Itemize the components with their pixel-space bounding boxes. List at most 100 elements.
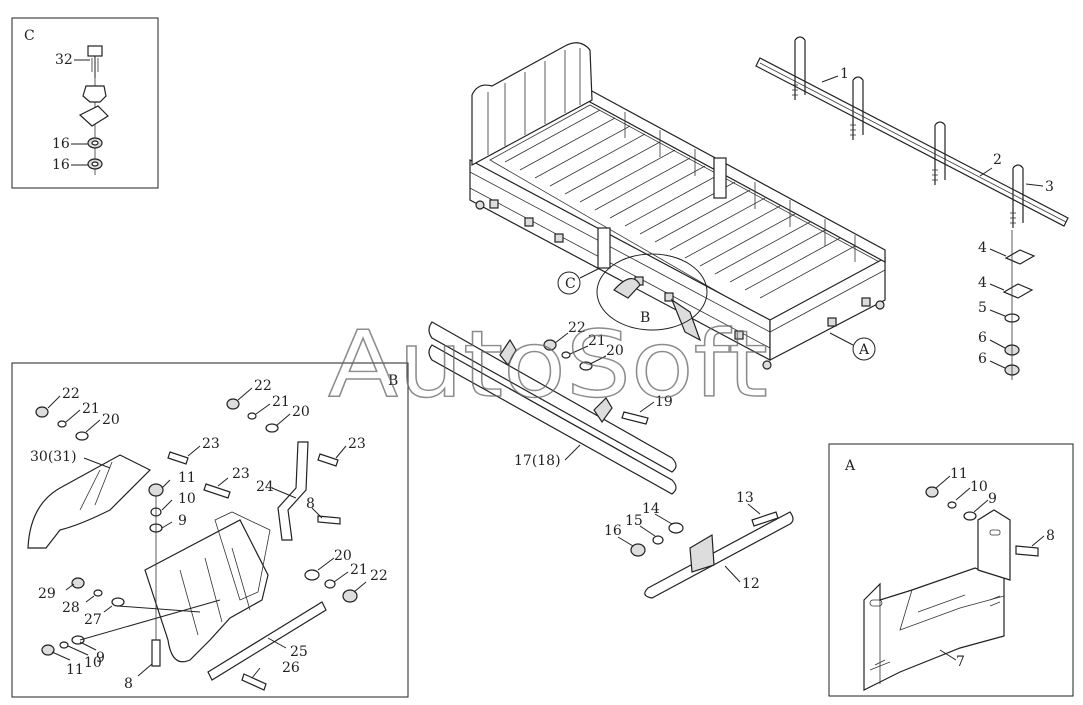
callout-4-upper: 4 bbox=[978, 240, 987, 256]
washer-14 bbox=[668, 522, 684, 534]
side-hinges bbox=[489, 199, 871, 340]
side-wall-right bbox=[769, 256, 886, 361]
nut-16-upper bbox=[87, 137, 103, 149]
strip-25 bbox=[207, 601, 327, 681]
washer-28 bbox=[93, 589, 103, 597]
view-marker-b-label: B bbox=[640, 310, 650, 326]
detail-view-b: B bbox=[11, 362, 409, 698]
callout-27: 27 bbox=[84, 612, 102, 628]
rail-bracket-1 bbox=[499, 338, 517, 367]
washer-20-b bbox=[304, 569, 320, 581]
callout-32: 32 bbox=[55, 52, 73, 68]
detail-c-title: C bbox=[24, 28, 35, 44]
mud-guard-hint bbox=[613, 278, 641, 299]
callout-10-a: 10 bbox=[970, 479, 988, 495]
bolt-8-b bbox=[317, 515, 341, 525]
clamp-plate bbox=[78, 105, 109, 127]
callout-20-b1: 20 bbox=[102, 412, 120, 428]
bracket-7 bbox=[863, 567, 1005, 691]
detail-b-leaders bbox=[47, 387, 367, 679]
callout-15: 15 bbox=[625, 513, 643, 529]
bumper-bracket bbox=[689, 533, 715, 573]
detail-c-callouts: 32 16 16 bbox=[52, 52, 90, 173]
callout-3: 3 bbox=[1045, 179, 1054, 195]
callout-11-b: 11 bbox=[178, 470, 196, 486]
detail-c-frame bbox=[11, 17, 159, 189]
callout-8-a: 8 bbox=[1046, 528, 1055, 544]
callout-6-upper: 6 bbox=[978, 330, 987, 346]
bolt-8-a bbox=[1015, 545, 1039, 557]
bolt-13 bbox=[751, 511, 779, 527]
callout-22-b2: 22 bbox=[254, 378, 272, 394]
detail-view-c: C 32 16 16 bbox=[11, 17, 159, 189]
callout-8-bl: 8 bbox=[124, 676, 133, 692]
callout-24: 24 bbox=[256, 479, 274, 495]
main-callouts: 1 2 3 4 4 5 6 6 C B A 22 21 20 19 17(18)… bbox=[514, 66, 1054, 592]
callout-17-18: 17(18) bbox=[514, 453, 561, 469]
cargo-body-assembly bbox=[469, 42, 886, 370]
nut-11-a bbox=[925, 486, 939, 498]
callout-13: 13 bbox=[736, 490, 754, 506]
washer-10-bl bbox=[59, 641, 69, 649]
washer-21-b bbox=[324, 579, 336, 589]
mud-guard-plate bbox=[144, 519, 269, 663]
callout-7: 7 bbox=[956, 654, 965, 670]
bracket-hint bbox=[670, 298, 702, 342]
body-feet bbox=[475, 200, 885, 370]
callout-20-main: 20 bbox=[606, 343, 624, 359]
callout-28: 28 bbox=[62, 600, 80, 616]
callout-16-main: 16 bbox=[604, 523, 622, 539]
side-guard-rail bbox=[428, 321, 677, 495]
callout-25: 25 bbox=[290, 644, 308, 660]
callout-2: 2 bbox=[993, 152, 1002, 168]
callout-22-b1: 22 bbox=[62, 386, 80, 402]
nut-11-b bbox=[148, 483, 164, 497]
bolt-23-c bbox=[203, 483, 231, 499]
detail-b-title: B bbox=[388, 373, 398, 389]
bracket-24 bbox=[277, 441, 309, 541]
callout-21-b2: 21 bbox=[272, 394, 290, 410]
bolt-8-bottom bbox=[151, 639, 161, 667]
clamp-plate-4-lower bbox=[1002, 283, 1034, 299]
fastener-set-b-top-left bbox=[35, 406, 89, 441]
callout-21-main: 21 bbox=[588, 333, 606, 349]
callout-9-a: 9 bbox=[988, 491, 997, 507]
washer-10-a bbox=[947, 501, 957, 509]
side-rail-far bbox=[589, 88, 886, 264]
view-marker-c-label: C bbox=[565, 276, 576, 292]
guard-rail-lower bbox=[428, 344, 677, 495]
bumper-bar bbox=[644, 511, 794, 599]
bracket-plate bbox=[214, 511, 271, 601]
callout-22-main: 22 bbox=[568, 320, 586, 336]
bolt-23-a bbox=[167, 451, 189, 465]
callout-20-b2: 20 bbox=[292, 404, 310, 420]
washer-15 bbox=[652, 535, 664, 545]
view-marker-a bbox=[852, 337, 876, 361]
bolt-32 bbox=[87, 45, 103, 78]
washer-27 bbox=[111, 597, 125, 607]
detail-a-leaders bbox=[935, 475, 1045, 661]
callout-4-lower: 4 bbox=[978, 275, 987, 291]
rear-bumper bbox=[630, 511, 794, 599]
callout-9-bl: 9 bbox=[96, 650, 105, 666]
headboard-frame bbox=[471, 42, 593, 167]
callout-5: 5 bbox=[978, 300, 987, 316]
washer-20-main bbox=[579, 361, 593, 371]
callout-23-b2: 23 bbox=[348, 436, 366, 452]
nut-16-lower bbox=[87, 158, 103, 170]
callout-22-b3: 22 bbox=[370, 568, 388, 584]
callout-19: 19 bbox=[655, 394, 673, 410]
watermark: AutoSoft bbox=[328, 311, 768, 418]
washer-9-a bbox=[963, 511, 977, 521]
callout-30-31: 30(31) bbox=[30, 449, 77, 465]
u-bolt bbox=[794, 36, 1024, 228]
nut-16 bbox=[630, 543, 646, 557]
front-post bbox=[597, 227, 611, 269]
callout-10-bl: 10 bbox=[84, 655, 102, 671]
callout-6-lower: 6 bbox=[978, 351, 987, 367]
u-bolt-threads bbox=[792, 84, 1016, 224]
callout-14: 14 bbox=[642, 501, 660, 517]
callout-11-a: 11 bbox=[950, 466, 968, 482]
callout-21-b1: 21 bbox=[82, 401, 100, 417]
